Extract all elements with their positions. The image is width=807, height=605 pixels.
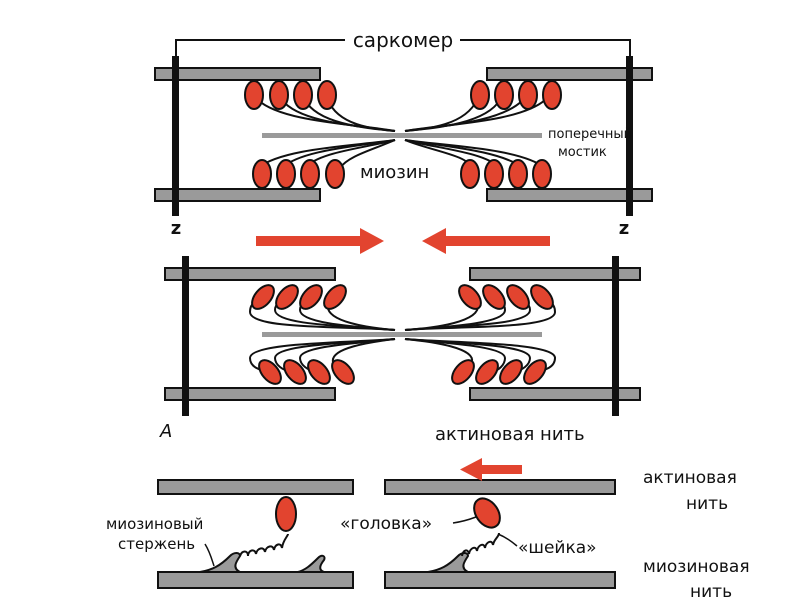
- z-label-left: z: [171, 218, 181, 239]
- cross-bridge-detail-before: [157, 479, 354, 589]
- myosin-filament-detail-right: [384, 571, 616, 589]
- actin-filament-top-left-2: [164, 267, 336, 281]
- actin-filament-bottom-left: [154, 188, 321, 202]
- myosin-rod-label-2: стержень: [118, 535, 195, 553]
- myosin-filament: [262, 133, 542, 138]
- actin-filament-detail-right: [384, 479, 616, 495]
- cross-bridge-label-1: поперечный: [548, 127, 632, 142]
- head-pointer: [452, 516, 477, 524]
- arrow-right-icon: [360, 228, 384, 254]
- myosin-rod-pointer: [204, 543, 215, 567]
- actin-filament-label-right-1: актиновая: [643, 468, 737, 488]
- panel-label-a: A: [159, 421, 172, 442]
- movement-arrow-shaft: [478, 465, 522, 474]
- sarcomere-bracket: [175, 39, 631, 60]
- z-line-right-2: [612, 256, 619, 416]
- myosin-label: миозин: [360, 162, 429, 183]
- arrow-left-icon-detail: [460, 458, 482, 481]
- myosin-filament-detail-left: [157, 571, 354, 589]
- myosin-rod-label-1: миозиновый: [106, 515, 203, 533]
- actin-filament-top-right-2: [469, 267, 641, 281]
- arrow-left-icon: [422, 228, 446, 254]
- actin-filament-top-left: [154, 67, 321, 81]
- z-line-right: [626, 56, 633, 216]
- myosin-filament-2: [262, 332, 542, 337]
- myosin-rod-bump-3: [427, 552, 470, 573]
- myosin-head-detail-right: [473, 497, 501, 529]
- z-line-left-2: [182, 256, 189, 416]
- myosin-heads-2: [251, 284, 554, 385]
- z-label-right: z: [619, 218, 629, 239]
- myosin-head-detail-left: [275, 496, 297, 532]
- head-label: «головка»: [340, 514, 432, 534]
- actin-filament-label-right-2: нить: [686, 494, 728, 514]
- cross-bridge-label-2: мостик: [558, 145, 607, 160]
- actin-filament-detail-left: [157, 479, 354, 495]
- actin-filament-bottom-left-2: [164, 387, 336, 401]
- cross-bridge-detail-after: [384, 458, 616, 589]
- actin-filament-bottom-right-2: [469, 387, 641, 401]
- myosin-rod-bump-2: [297, 554, 326, 573]
- actin-filament-label: актиновая нить: [435, 424, 585, 445]
- sarcomere-contracted: [164, 256, 641, 416]
- myosin-rod-bump-1: [199, 552, 242, 573]
- actin-filament-bottom-right: [486, 188, 653, 202]
- myosin-neck-coil: [239, 533, 289, 557]
- myosin-filament-label-right-1: миозиновая: [643, 557, 750, 577]
- z-line-left: [172, 56, 179, 216]
- sarcomere-relaxed: саркомер z z: [154, 28, 653, 239]
- myosin-tails: [257, 99, 546, 169]
- actin-filament-top-right: [486, 67, 653, 81]
- myosin-filament-label-right-2: нить: [690, 582, 732, 602]
- contraction-arrows: [256, 228, 550, 254]
- sarcomere-label: саркомер: [353, 28, 453, 52]
- neck-pointer: [497, 533, 518, 547]
- myosin-neck-coil-2: [461, 532, 500, 557]
- neck-label: «шейка»: [518, 538, 597, 558]
- myosin-heads: [244, 80, 562, 189]
